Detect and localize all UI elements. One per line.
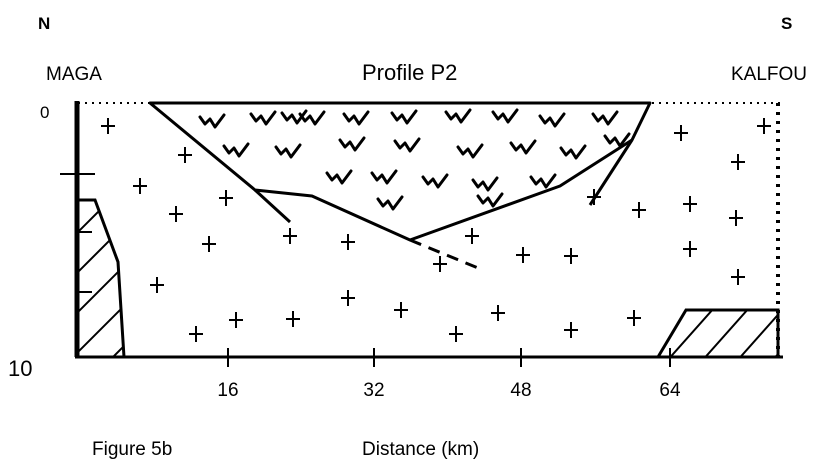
figure-label: Figure 5b xyxy=(92,439,173,460)
cross-symbol xyxy=(101,118,115,134)
tick-symbol xyxy=(370,169,398,185)
fault-right xyxy=(588,139,634,206)
tick-symbol xyxy=(198,113,226,129)
left-hatch-outline xyxy=(78,198,126,359)
cross-symbol xyxy=(729,210,743,226)
basin-outline xyxy=(148,101,652,242)
cross-symbol xyxy=(169,206,183,222)
x-tick-label-16: 16 xyxy=(217,380,239,401)
cross-symbol xyxy=(394,302,408,318)
tick-symbol xyxy=(491,108,519,124)
fault-dashed xyxy=(409,238,479,270)
cross-symbol xyxy=(133,178,147,194)
tick-symbol xyxy=(222,142,250,158)
cross-symbol xyxy=(202,236,216,252)
cross-symbol xyxy=(587,189,601,205)
fault-left xyxy=(253,188,292,224)
distance-axis-ticks xyxy=(227,348,671,367)
cross-symbol xyxy=(757,118,771,134)
cross-symbol xyxy=(674,125,688,141)
tick-symbol xyxy=(298,110,326,126)
south-label: S xyxy=(781,14,793,33)
tick-symbol xyxy=(342,110,370,126)
tick-symbol xyxy=(529,173,557,189)
cross-symbol xyxy=(731,269,745,285)
cross-symbol xyxy=(683,196,697,212)
tick-symbol xyxy=(393,137,421,153)
right-locality-label: KALFOU xyxy=(731,64,808,85)
tick-symbol xyxy=(338,136,366,152)
cross-symbol xyxy=(341,234,355,250)
cross-symbol xyxy=(627,310,641,326)
depth-bottom-label: 10 xyxy=(8,356,33,381)
cross-symbol xyxy=(283,228,297,244)
profile-title: Profile P2 xyxy=(362,60,458,85)
cross-symbol xyxy=(189,326,203,342)
tick-symbol xyxy=(509,139,537,155)
tick-symbol xyxy=(376,195,404,211)
tick-symbol xyxy=(280,109,308,125)
x-tick-label-64: 64 xyxy=(659,380,681,401)
north-label: N xyxy=(38,14,51,33)
cross-symbol xyxy=(150,277,164,293)
tick-symbol xyxy=(476,192,504,208)
tick-symbol xyxy=(325,169,353,185)
cross-symbol xyxy=(229,312,243,328)
left-locality-label: MAGA xyxy=(46,64,102,85)
right-hatch-outline xyxy=(656,308,780,358)
tick-symbol xyxy=(390,109,418,125)
tick-symbol xyxy=(471,176,499,192)
tick-symbol xyxy=(274,143,302,159)
cross-symbol xyxy=(491,305,505,321)
cross-symbol xyxy=(564,322,578,338)
cross-symbol xyxy=(219,190,233,206)
x-axis-label: Distance (km) xyxy=(362,439,480,460)
cross-symbol xyxy=(178,147,192,163)
tick-symbol xyxy=(603,132,631,148)
cross-pattern xyxy=(101,118,771,342)
cross-symbol xyxy=(731,154,745,170)
tick-symbol xyxy=(456,143,484,159)
cross-symbol xyxy=(516,247,530,263)
cross-symbol xyxy=(632,202,646,218)
x-tick-label-48: 48 xyxy=(510,380,532,401)
cross-symbol xyxy=(449,326,463,342)
tick-symbol xyxy=(421,173,449,189)
cross-symbol xyxy=(564,248,578,264)
cross-symbol xyxy=(286,311,300,327)
tick-symbol xyxy=(559,144,587,160)
cross-symbol xyxy=(433,256,447,272)
cross-symbol xyxy=(341,290,355,306)
tick-symbol xyxy=(249,110,277,126)
cross-symbol xyxy=(683,241,697,257)
tick-pattern xyxy=(198,108,631,211)
right-hatch-pattern xyxy=(658,310,778,357)
tick-symbol xyxy=(444,108,472,124)
tick-symbol xyxy=(591,110,619,126)
depth-top-label: 0 xyxy=(40,103,50,122)
x-tick-label-32: 32 xyxy=(363,380,385,401)
cross-symbol xyxy=(465,228,479,244)
left-hatch-ticks xyxy=(78,231,92,293)
left-hatch-pattern xyxy=(78,200,124,357)
tick-symbol xyxy=(538,112,566,128)
